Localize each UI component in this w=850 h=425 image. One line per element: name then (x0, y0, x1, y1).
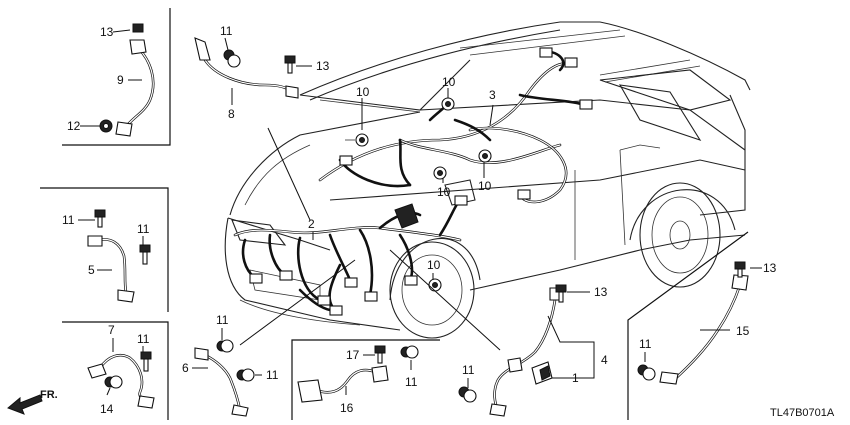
terminal-1 (531, 361, 553, 385)
inset-frame-5 (40, 187, 169, 312)
bolt-11-4 (458, 386, 477, 403)
callout-11: 11 (137, 222, 150, 236)
callout-13: 13 (763, 261, 777, 275)
cable-6 (194, 347, 249, 417)
bolt-11-left-a (94, 209, 106, 228)
callout-15: 15 (736, 324, 750, 338)
callout-10: 10 (478, 179, 492, 193)
cable-16 (297, 365, 389, 403)
callout-10: 10 (356, 85, 370, 99)
cable-9 (115, 23, 155, 137)
cable-8 (194, 37, 299, 99)
cable-4 (489, 287, 563, 417)
wire-harness-3 (318, 47, 593, 204)
bolt-11-6a (216, 339, 234, 353)
bolt-14 (104, 375, 123, 389)
callout-11: 11 (220, 24, 233, 38)
callout-5: 5 (88, 263, 95, 277)
callout-7: 7 (108, 323, 115, 337)
bolt-11-top (223, 49, 241, 68)
callout-14: 14 (100, 402, 114, 416)
callout-2: 2 (308, 217, 315, 231)
callout-11: 11 (137, 332, 150, 346)
callout-13: 13 (100, 25, 114, 39)
callout-6: 6 (182, 361, 189, 375)
bolt-10-d (433, 166, 447, 180)
diagram-code: TL47B0701A (770, 407, 835, 419)
bolt-11-right (637, 364, 656, 381)
callout-13: 13 (316, 59, 330, 73)
inset-frame-7 (62, 321, 169, 420)
cable-5 (87, 235, 135, 303)
cable-7 (87, 354, 155, 409)
callout-11: 11 (405, 375, 418, 389)
bolt-10-e (428, 278, 442, 292)
callout-11: 11 (62, 213, 75, 227)
bolt-11-left-b (139, 244, 151, 265)
callout-labels: 13 9 12 11 13 8 10 10 3 10 10 2 10 11 11… (62, 24, 777, 416)
callout-1: 1 (572, 371, 579, 385)
callout-10: 10 (437, 185, 451, 199)
callout-4: 4 (601, 353, 608, 367)
bolt-10-b (441, 97, 455, 111)
bolt-13-mid (555, 284, 567, 303)
bolt-10-a (345, 133, 369, 147)
callout-11: 11 (639, 337, 652, 351)
bolt-10-c (478, 149, 492, 163)
callout-8: 8 (228, 107, 235, 121)
callout-12: 12 (67, 119, 81, 133)
callout-11: 11 (462, 363, 475, 377)
bolt-13-top (284, 55, 296, 74)
callout-17: 17 (346, 348, 360, 362)
callout-9: 9 (117, 73, 124, 87)
callout-10: 10 (442, 75, 456, 89)
inset-frame-9 (62, 8, 171, 146)
callout-13: 13 (594, 285, 608, 299)
bolt-13-right (734, 261, 746, 278)
callout-10: 10 (427, 258, 441, 272)
inset-frame-16 (291, 339, 440, 420)
wire-harness-2 (233, 195, 468, 316)
bolt-11-bl (140, 351, 152, 372)
bolt-11-bc (400, 345, 419, 359)
callout-leaders (78, 29, 762, 396)
inset-frame-15 (627, 231, 749, 420)
bolt-17 (374, 345, 386, 364)
callout-3: 3 (489, 88, 496, 102)
callout-16: 16 (340, 401, 354, 415)
bolt-11-6b (236, 368, 255, 382)
callout-11: 11 (266, 368, 279, 382)
direction-label: FR. (40, 389, 58, 401)
front-direction-arrow: FR. (7, 389, 58, 415)
callout-11: 11 (216, 313, 229, 327)
vehicle-outline (224, 21, 751, 339)
bolt-12 (99, 119, 113, 133)
